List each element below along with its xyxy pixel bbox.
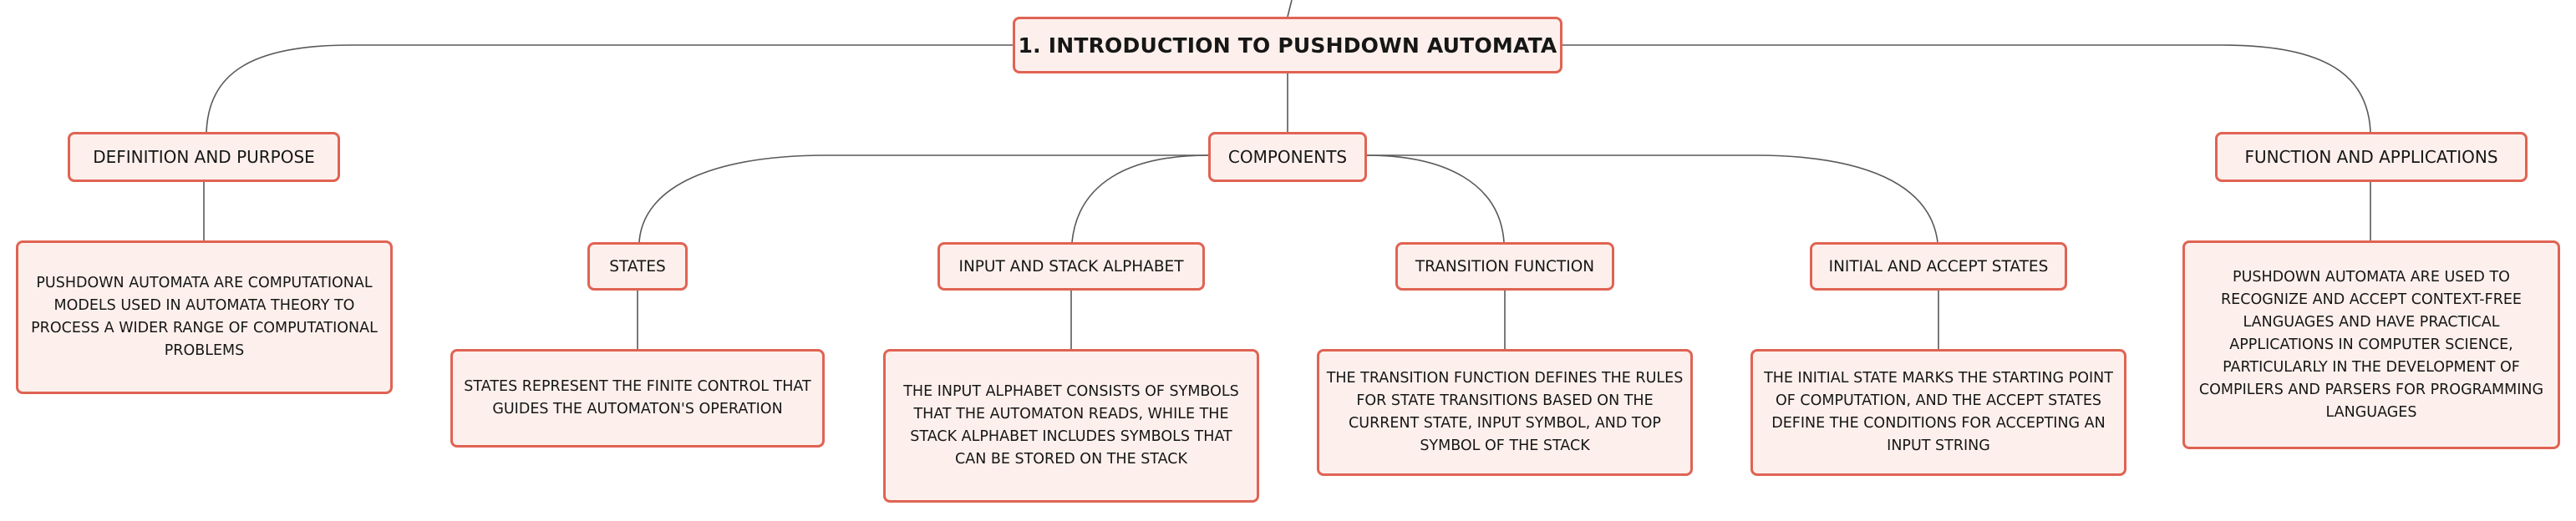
alphabet-detail-text: THE INPUT ALPHABET CONSISTS OF SYMBOLS T…	[903, 383, 1239, 468]
transition-detail-text: THE TRANSITION FUNCTION DEFINES THE RULE…	[1326, 370, 1684, 454]
transition-detail-node[interactable]: THE TRANSITION FUNCTION DEFINES THE RULE…	[1317, 349, 1693, 476]
initial-accept-detail-node[interactable]: THE INITIAL STATE MARKS THE STARTING POI…	[1750, 349, 2126, 476]
connector-components-alphabet	[1071, 154, 1209, 243]
connector-components-transition	[1366, 154, 1505, 243]
applications-detail-text: PUSHDOWN AUTOMATA ARE USED TO RECOGNIZE …	[2198, 268, 2544, 421]
states-detail-node[interactable]: STATES REPRESENT THE FINITE CONTROL THAT…	[450, 349, 825, 448]
connector-components-states	[638, 154, 1208, 243]
input-and-stack-alphabet-node[interactable]: INPUT AND STACK ALPHABET	[937, 242, 1205, 291]
alphabet-detail-node[interactable]: THE INPUT ALPHABET CONSISTS OF SYMBOLS T…	[883, 349, 1259, 503]
states-detail-text: STATES REPRESENT THE FINITE CONTROL THAT…	[464, 378, 811, 417]
connector-root-definition	[206, 44, 1013, 133]
components-label: COMPONENTS	[1227, 147, 1348, 167]
applications-detail-node[interactable]: PUSHDOWN AUTOMATA ARE USED TO RECOGNIZE …	[2182, 240, 2560, 449]
states-node[interactable]: STATES	[587, 242, 688, 291]
transition-function-node[interactable]: TRANSITION FUNCTION	[1395, 242, 1614, 291]
function-and-applications-node[interactable]: FUNCTION AND APPLICATIONS	[2215, 132, 2528, 182]
initial-accept-detail-text: THE INITIAL STATE MARKS THE STARTING POI…	[1764, 370, 2113, 454]
components-node[interactable]: COMPONENTS	[1208, 132, 1367, 182]
initial-and-accept-states-label: INITIAL AND ACCEPT STATES	[1828, 257, 2049, 276]
transition-function-label: TRANSITION FUNCTION	[1415, 257, 1595, 276]
root-label: 1. INTRODUCTION TO PUSHDOWN AUTOMATA	[1018, 33, 1557, 58]
states-label: STATES	[609, 257, 666, 276]
initial-and-accept-states-node[interactable]: INITIAL AND ACCEPT STATES	[1810, 242, 2067, 291]
connector-root-parent	[1287, 0, 1293, 18]
definition-and-purpose-node[interactable]: DEFINITION AND PURPOSE	[68, 132, 340, 182]
root-node[interactable]: 1. INTRODUCTION TO PUSHDOWN AUTOMATA	[1013, 17, 1562, 73]
definition-detail-text: PUSHDOWN AUTOMATA ARE COMPUTATIONAL MODE…	[31, 275, 378, 359]
definition-and-purpose-label: DEFINITION AND PURPOSE	[93, 147, 315, 167]
function-and-applications-label: FUNCTION AND APPLICATIONS	[2244, 147, 2498, 167]
connector-root-applications	[1562, 44, 2371, 133]
input-and-stack-alphabet-label: INPUT AND STACK ALPHABET	[958, 257, 1184, 276]
connector-components-initial-accept	[1367, 154, 1938, 243]
definition-detail-node[interactable]: PUSHDOWN AUTOMATA ARE COMPUTATIONAL MODE…	[16, 240, 393, 394]
